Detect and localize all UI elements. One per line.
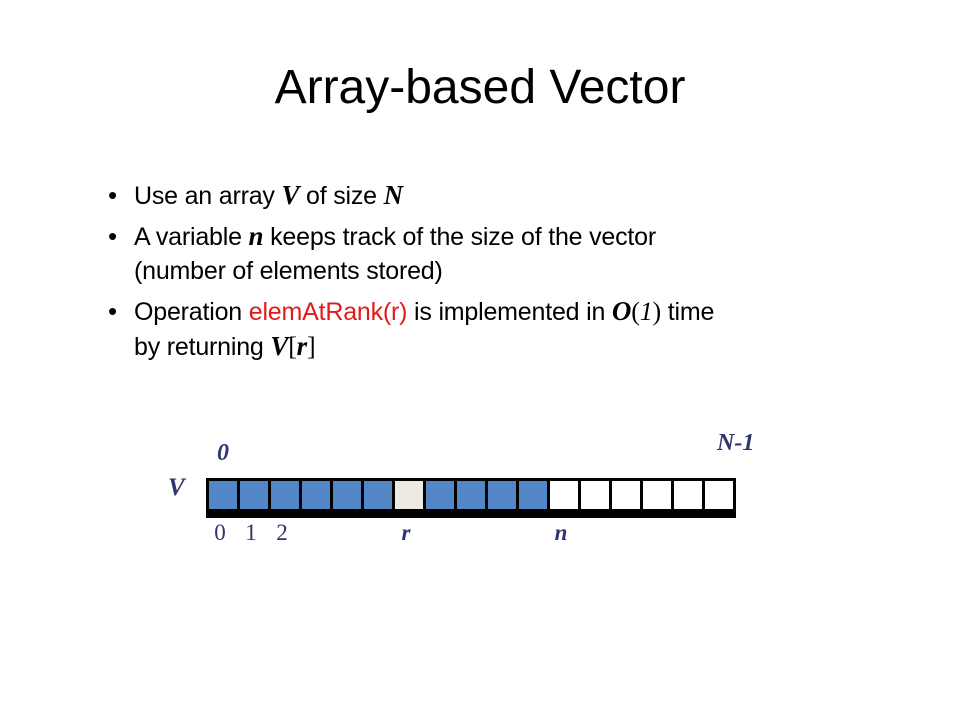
array-cell-14 (643, 481, 671, 509)
bullet-line: by returning V[r] (134, 329, 898, 364)
text-run: is implemented in (407, 298, 612, 326)
array-cell-16 (705, 481, 733, 509)
math-bracket-open: [ (288, 332, 297, 361)
array-cell-9 (488, 481, 516, 509)
text-run: (number of elements stored) (134, 257, 443, 285)
bullet-line: A variable n keeps track of the size of … (134, 219, 898, 254)
list-item-text: A variable n keeps track of the size of … (134, 219, 898, 288)
bullet-marker-icon: • (108, 221, 118, 251)
bullet-marker-icon: • (108, 180, 118, 210)
math-bracket-close: ] (306, 332, 316, 361)
math-var-V: V (270, 331, 289, 361)
text-run: by returning (134, 333, 271, 361)
bullet-marker-icon: • (108, 296, 118, 326)
array-index-label-r: r (401, 520, 411, 545)
list-item: • Operation elemAtRank(r) is implemented… (108, 294, 898, 364)
array-cell-1 (240, 481, 268, 509)
array-cell-6 (395, 481, 423, 509)
text-run: Use an array (134, 182, 282, 210)
array-index-label-0: 0 (214, 520, 226, 545)
array-index-label-2: 2 (276, 520, 288, 545)
bullet-line: Use an array V of size N (134, 178, 898, 213)
list-item-text: Use an array V of size N (134, 178, 898, 213)
math-var-V: V (281, 180, 300, 210)
list-item: • A variable n keeps track of the size o… (108, 219, 898, 288)
list-item: • Use an array V of size N (108, 178, 898, 213)
page-title: Array-based Vector (274, 61, 686, 114)
bullet-line: (number of elements stored) (134, 254, 898, 288)
text-run: Operation (134, 298, 249, 326)
math-var-N: N (383, 180, 404, 210)
array-cell-0 (209, 481, 237, 509)
array-cell-2 (271, 481, 299, 509)
array-start-index-label: 0 (217, 440, 229, 466)
array-name-label: V (168, 474, 185, 501)
math-paren-open: ( (631, 297, 640, 326)
array-cell-7 (426, 481, 454, 509)
array-cell-15 (674, 481, 702, 509)
math-var-O: O (611, 296, 632, 326)
array-cell-11 (550, 481, 578, 509)
array-cell-3 (302, 481, 330, 509)
math-number-one: 1 (639, 297, 653, 326)
array-cell-5 (364, 481, 392, 509)
bullet-line: Operation elemAtRank(r) is implemented i… (134, 294, 898, 329)
bullet-list: • Use an array V of size N • A variable … (108, 178, 898, 370)
math-var-r: r (296, 331, 308, 361)
math-var-n: n (248, 221, 264, 251)
array-cell-8 (457, 481, 485, 509)
array-cell-10 (519, 481, 547, 509)
text-run: of size (299, 182, 384, 210)
array-cell-12 (581, 481, 609, 509)
code-elemAtRank: elemAtRank(r) (248, 298, 408, 326)
text-run: A variable (134, 223, 249, 251)
array-index-label-n: n (554, 520, 568, 545)
array-cell-13 (612, 481, 640, 509)
array-index-label-1: 1 (245, 520, 257, 545)
math-paren-close: ) (652, 297, 662, 326)
list-item-text: Operation elemAtRank(r) is implemented i… (134, 294, 898, 364)
text-run: keeps track of the size of the vector (263, 223, 656, 251)
array-cells (206, 478, 736, 518)
array-cell-4 (333, 481, 361, 509)
text-run: time (660, 298, 715, 326)
array-end-index-label: N-1 (717, 430, 755, 456)
